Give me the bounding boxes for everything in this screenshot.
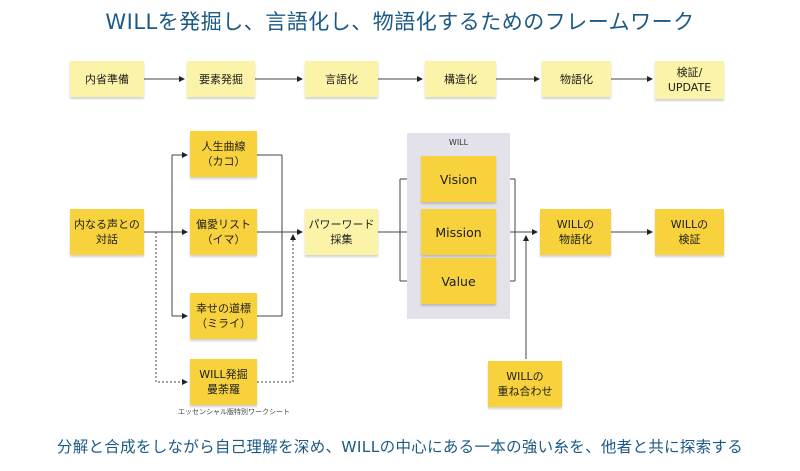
will-panel-title: WILL: [448, 138, 469, 147]
step-verbalization: 言語化: [305, 61, 378, 97]
step-verify-update: 検証/ UPDATE: [655, 61, 724, 99]
node-bias-list: 偏愛リスト （イマ）: [190, 209, 257, 255]
step-element-discovery: 要素発掘: [187, 61, 255, 97]
step-storytelling: 物語化: [542, 61, 611, 97]
worksheet-note: エッセンシャル版特別ワークシート: [178, 408, 290, 416]
node-will-verify: WILLの 検証: [655, 209, 724, 255]
node-life-curve: 人生曲線 （カコ）: [190, 131, 257, 177]
step-introspection: 内省準備: [70, 61, 144, 97]
node-vision: Vision: [421, 156, 496, 202]
node-will-story: WILLの 物語化: [540, 209, 611, 255]
node-power-word: パワーワード 採集: [305, 209, 378, 255]
node-inner-voice: 内なる声との 対話: [70, 209, 144, 255]
node-will-mandala: WILL発掘 曼荼羅: [190, 359, 257, 405]
step-structuring: 構造化: [425, 61, 496, 97]
page-title: WILLを発掘し、言語化し、物語化するためのフレームワーク: [105, 10, 695, 34]
node-mission: Mission: [421, 209, 496, 255]
node-will-overlap: WILLの 重ね合わせ: [488, 361, 562, 407]
node-value: Value: [421, 258, 496, 304]
node-happiness-sign: 幸せの道標 （ミライ）: [190, 293, 257, 339]
footer-caption: 分解と合成をしながら自己理解を深め、WILLの中心にある一本の強い糸を、他者と共…: [56, 438, 744, 456]
